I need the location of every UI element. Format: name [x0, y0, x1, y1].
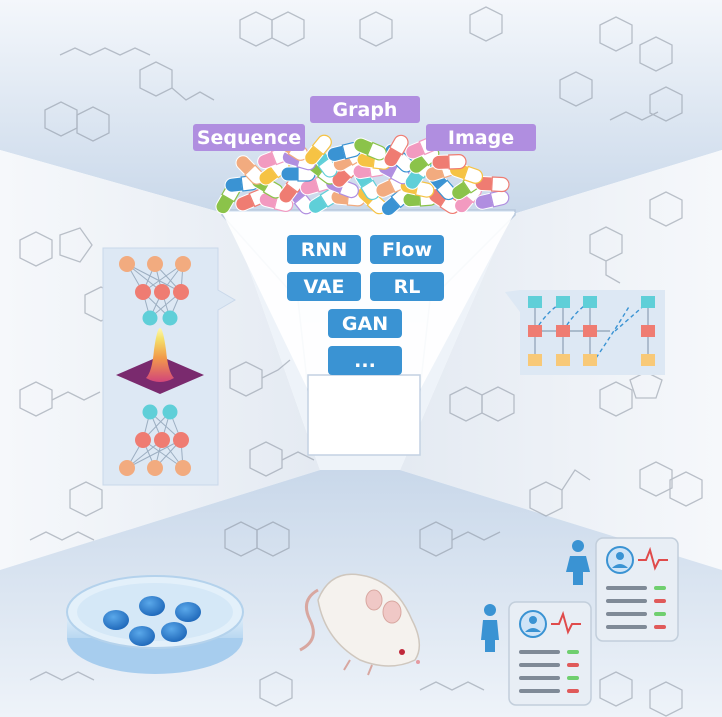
method-flow-label: Flow — [370, 235, 444, 264]
person-icon — [481, 540, 590, 652]
sequence-flow-diagram-icon — [505, 290, 665, 375]
pill-capsule — [431, 154, 467, 170]
pill-capsule — [383, 134, 409, 168]
pill-capsule — [304, 134, 332, 166]
lab-mouse-icon — [299, 573, 421, 676]
representation-sequence-tag: Sequence — [193, 124, 305, 151]
neural-network-latent-distribution-icon — [102, 247, 236, 486]
method-vae-label: VAE — [287, 272, 361, 301]
method-more-label: ... — [328, 346, 402, 375]
pill-capsule-icon — [215, 134, 510, 217]
pill-capsule — [353, 137, 387, 161]
representation-image-tag: Image — [426, 124, 536, 151]
funnel-spout-outline — [307, 374, 421, 456]
petri-dish-icon — [66, 575, 244, 674]
patient-record-icon — [508, 537, 679, 706]
method-rl-label: RL — [370, 272, 444, 301]
funnel-spout — [308, 375, 420, 455]
method-gan-label: GAN — [328, 309, 402, 338]
method-rnn-label: RNN — [287, 235, 361, 264]
representation-graph-tag: Graph — [310, 96, 420, 123]
pill-capsule — [399, 178, 435, 198]
